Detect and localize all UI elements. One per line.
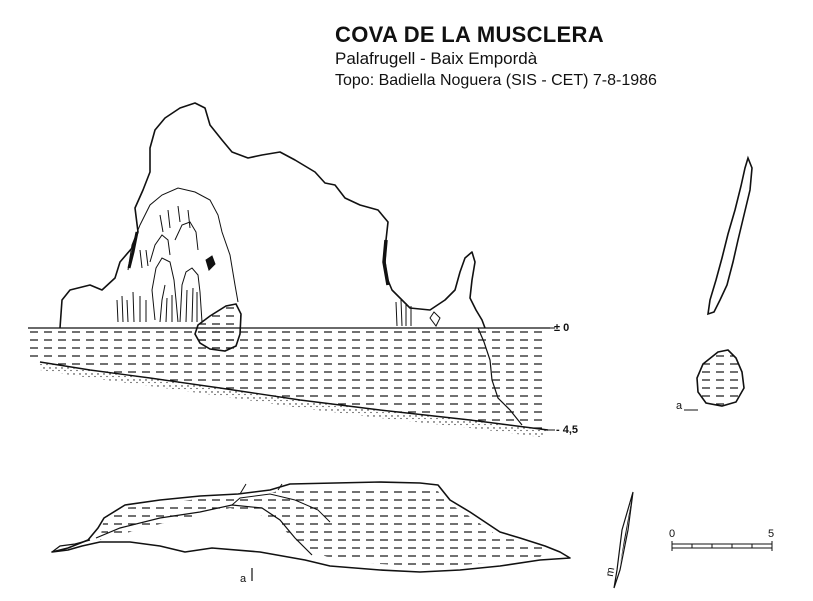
depth-label-top: ± 0 xyxy=(554,322,570,334)
plan-left-lip xyxy=(51,539,91,553)
scale-label-end: 5 xyxy=(768,528,775,540)
plan-outline xyxy=(51,481,571,573)
plan-inner-ledge-2 xyxy=(231,493,331,523)
speleothems-left xyxy=(116,187,239,323)
longitudinal-section xyxy=(28,102,555,437)
cross-section-upper xyxy=(707,155,753,316)
scale-bar xyxy=(671,541,773,551)
section-wall-dark-2 xyxy=(382,239,390,286)
cross-section xyxy=(684,155,753,411)
depth-label-bottom: - 4,5 xyxy=(556,424,579,436)
plan-view xyxy=(51,481,571,581)
section-fracture xyxy=(477,327,523,426)
section-cave-outline xyxy=(59,102,486,329)
cross-section-lower xyxy=(696,349,745,407)
section-water xyxy=(28,328,548,430)
cross-section-marker: a xyxy=(676,400,683,412)
plan-crack xyxy=(239,483,283,495)
plan-water xyxy=(100,485,548,566)
scale-label-start: 0 xyxy=(669,528,676,540)
speleothems-right xyxy=(395,299,441,327)
survey-credit: Topo: Badiella Noguera (SIS - CET) 7-8-1… xyxy=(335,72,657,89)
seabed-stipple xyxy=(40,362,548,437)
survey-title: COVA DE LA MUSCLERA xyxy=(335,22,604,47)
north-arrow-shape xyxy=(613,491,634,589)
plan-marker: a xyxy=(240,573,247,585)
north-arrow xyxy=(613,491,634,589)
north-arrow-fill xyxy=(620,492,633,565)
north-label: m xyxy=(603,566,618,578)
section-wall-dark-1 xyxy=(127,231,139,269)
survey-location: Palafrugell - Baix Empordà xyxy=(335,49,538,68)
